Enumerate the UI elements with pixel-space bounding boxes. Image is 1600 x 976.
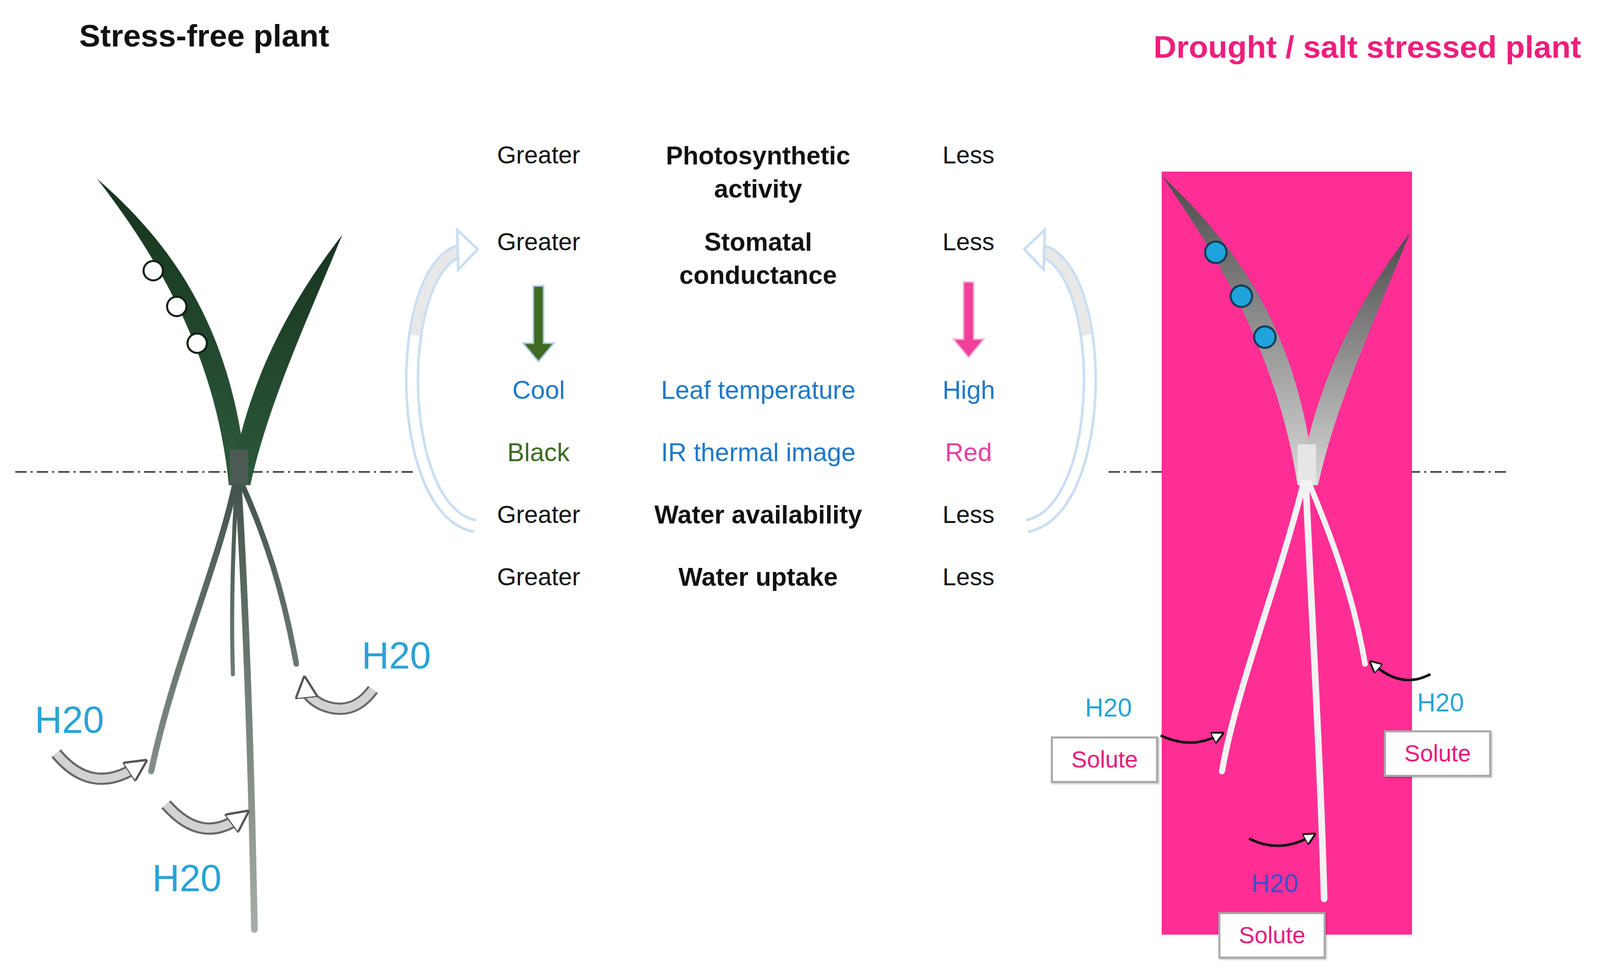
table-cell: Less xyxy=(942,139,995,172)
table-cell: Greater xyxy=(497,561,581,594)
cycle-arrow xyxy=(1026,250,1090,527)
uptake-arrow xyxy=(305,687,373,710)
table-cell: Water availability xyxy=(654,498,863,532)
water-label: H20 xyxy=(361,631,432,681)
solute-box: Solute xyxy=(1218,912,1326,959)
cycle-arrow xyxy=(412,250,476,527)
stem xyxy=(229,449,249,486)
table-cell: Greater xyxy=(497,226,581,258)
cycle-arrow-shade xyxy=(412,250,476,527)
solute-label: Solute xyxy=(1238,921,1306,950)
panel-heading: Drought / salt stressed plant xyxy=(1153,26,1582,68)
stoma-closed xyxy=(1254,326,1276,348)
leaf xyxy=(1161,175,1315,486)
down-arrow xyxy=(953,281,984,358)
cycle-arrow xyxy=(1026,250,1090,527)
uptake-arrow xyxy=(56,753,138,780)
table-cell: Less xyxy=(942,561,995,594)
water-label: H20 xyxy=(152,854,222,904)
uptake-arrow xyxy=(1374,665,1431,681)
table-cell: Less xyxy=(942,499,995,531)
stem xyxy=(1297,444,1316,486)
stressed-plant xyxy=(1160,171,1431,935)
leaf xyxy=(1299,232,1410,486)
table-cell: Greater xyxy=(497,499,581,531)
uptake-arrow xyxy=(1160,735,1219,743)
stoma-closed xyxy=(1230,285,1253,308)
table-cell: Photosynthetic activity xyxy=(645,139,871,206)
table-cell: Stomatal conductance xyxy=(645,225,871,293)
stoma-open xyxy=(143,261,163,281)
water-label: H20 xyxy=(1417,686,1465,720)
stoma-closed xyxy=(1205,241,1227,264)
water-label: H20 xyxy=(34,695,105,745)
table-cell: IR thermal image xyxy=(661,436,856,470)
arrow-head xyxy=(457,229,478,270)
uptake-arrow xyxy=(166,804,241,829)
root xyxy=(1308,482,1366,665)
table-cell: Greater xyxy=(497,139,581,172)
solute-box: Solute xyxy=(1050,736,1159,784)
cycle-arrow-shade xyxy=(1026,250,1090,527)
stoma-open xyxy=(167,296,187,317)
water-label: H20 xyxy=(1085,691,1133,725)
table-cell: Less xyxy=(942,226,995,258)
solute-label: Solute xyxy=(1404,739,1471,768)
root xyxy=(240,480,297,665)
root xyxy=(238,480,255,930)
uptake-arrow xyxy=(305,687,373,710)
stoma-open xyxy=(187,333,207,354)
uptake-arrow xyxy=(1249,836,1311,846)
table-cell: High xyxy=(942,373,996,408)
stress-free-plant xyxy=(56,178,373,930)
root xyxy=(151,480,237,772)
cycle-arrow xyxy=(412,250,476,527)
table-cell: Red xyxy=(945,436,993,470)
table-cell: Cool xyxy=(512,373,566,408)
table-cell: Leaf temperature xyxy=(661,373,856,408)
soil-line xyxy=(15,471,414,474)
root xyxy=(1221,482,1304,772)
water-label: H20 xyxy=(1251,867,1299,901)
solute-box: Solute xyxy=(1383,730,1492,778)
leaf xyxy=(230,234,343,486)
leaf xyxy=(97,178,248,486)
table-cell: Black xyxy=(507,436,570,470)
panel-heading: Stress-free plant xyxy=(79,15,329,57)
uptake-arrow xyxy=(166,804,241,829)
root xyxy=(231,480,238,675)
table-cell: Water uptake xyxy=(678,560,838,595)
arrow-head xyxy=(1024,229,1045,270)
solute-label: Solute xyxy=(1071,745,1138,774)
uptake-arrow xyxy=(56,753,138,780)
stress-band xyxy=(1161,171,1413,935)
down-arrow xyxy=(523,286,554,362)
